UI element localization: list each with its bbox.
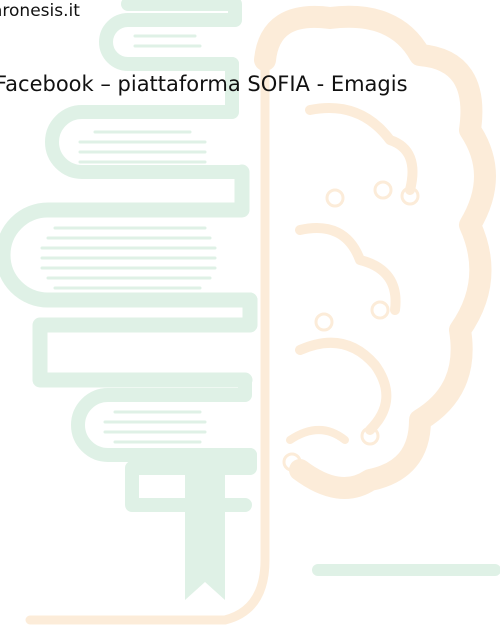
page-headline: Facebook – piattaforma SOFIA - Emagis	[0, 72, 408, 96]
site-link[interactable]: aronesis.it	[0, 1, 80, 21]
